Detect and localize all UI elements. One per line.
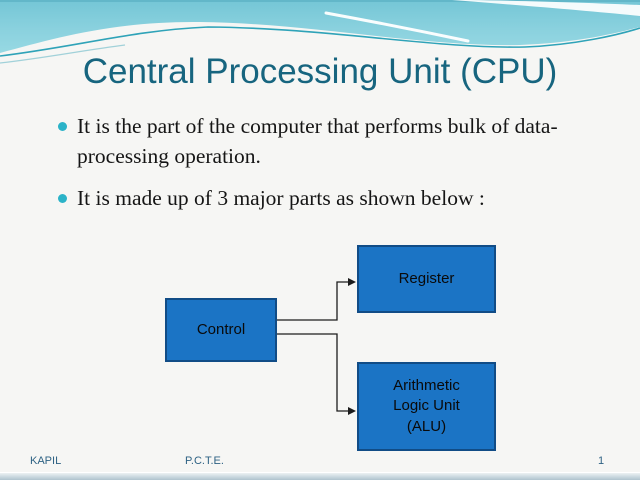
bullet-text: It is the part of the computer that perf… <box>77 114 558 168</box>
bullet-item: It is made up of 3 major parts as shown … <box>58 184 618 214</box>
register-box-label: Register <box>398 269 455 287</box>
bullet-dot-icon <box>58 194 67 204</box>
wave-top-edge <box>0 0 640 2</box>
wave-blue-band <box>0 0 640 53</box>
elbow-connector-control-register <box>270 281 348 321</box>
wave-faint-curve <box>0 44 126 64</box>
alu-box-line: Logic Unit <box>393 397 460 415</box>
slide-page-number: 1 <box>598 455 605 467</box>
footer-author: KAPIL <box>30 455 62 467</box>
register-box: Register <box>357 245 496 313</box>
alu-box-label: Arithmetic Logic Unit (ALU) <box>393 376 460 437</box>
slide-title: Central Processing Unit (CPU) <box>82 52 558 91</box>
header-wave-decoration <box>0 0 640 64</box>
wave-white-stripe <box>324 11 470 43</box>
alu-box: Arithmetic Logic Unit (ALU) <box>357 362 496 451</box>
connector-arrow-icon <box>348 407 356 415</box>
bullet-text: It is made up of 3 major parts as shown … <box>77 186 485 211</box>
elbow-connector-control-alu <box>270 333 348 412</box>
control-box: Control <box>165 298 277 362</box>
footer-institution: P.C.T.E. <box>185 455 224 467</box>
bullet-list: It is the part of the computer that perf… <box>58 112 618 227</box>
wave-teal-curve <box>0 26 640 57</box>
connector-arrow-icon <box>348 278 356 286</box>
bullet-dot-icon <box>58 122 67 131</box>
alu-box-line: Arithmetic <box>393 377 460 395</box>
bottom-band-decoration <box>0 472 640 480</box>
bullet-item: It is the part of the computer that perf… <box>58 112 618 171</box>
wave-white-ribbon <box>452 0 640 16</box>
control-box-label: Control <box>196 320 246 338</box>
alu-box-line: (ALU) <box>406 417 447 435</box>
